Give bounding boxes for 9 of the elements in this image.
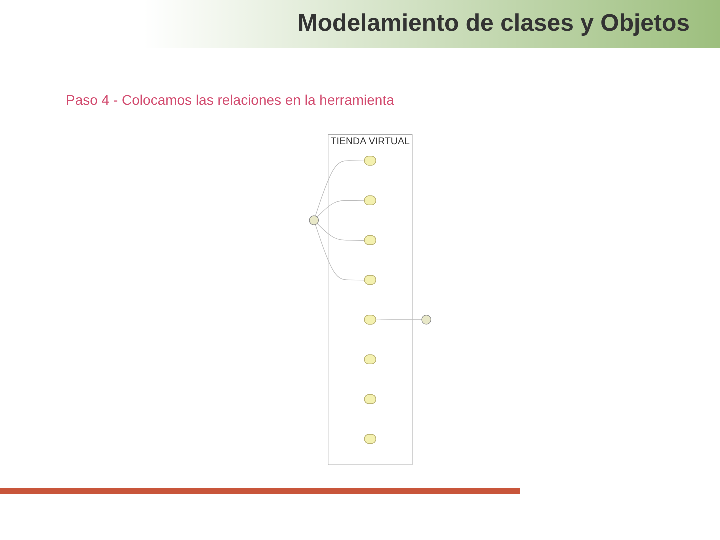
connector [316, 223, 365, 241]
connector [314, 224, 365, 281]
connector [314, 160, 365, 216]
node-person [308, 216, 319, 226]
slide-title: Modelamiento de clases y Objetos [298, 10, 690, 38]
step-subtitle: Paso 4 - Colocamos las relaciones en la herramienta [66, 92, 396, 108]
cluster: TIENDA VIRTUAL [328, 134, 412, 466]
node-person [421, 314, 432, 325]
connector [316, 200, 365, 218]
